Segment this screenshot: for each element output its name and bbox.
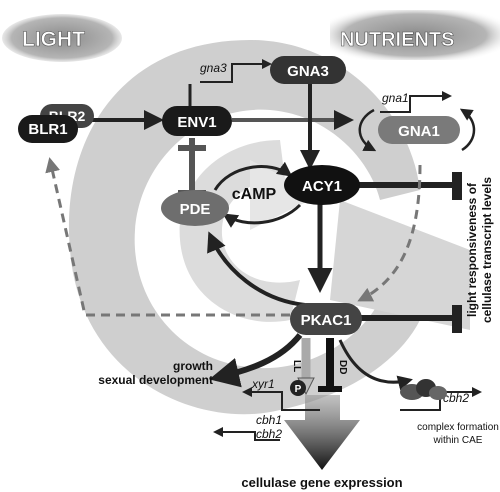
- gene-gna1: gna1: [380, 91, 452, 113]
- output-label: cellulase gene expression: [241, 475, 402, 490]
- complex-blob: [400, 379, 447, 400]
- blr1-label: BLR1: [28, 121, 67, 138]
- gene-cbh2-right-label: cbh2: [443, 391, 469, 405]
- ll-label: LL: [291, 360, 302, 372]
- dd-label: DD: [337, 360, 348, 374]
- edge-pde-acy1: [213, 161, 293, 191]
- ll-dd-arrows: LL DD: [291, 338, 348, 396]
- gna1-label: GNA1: [398, 123, 440, 140]
- edge-pkac1-complex: [338, 339, 413, 391]
- gene-cbh1-cbh2: cbh1 cbh2: [213, 413, 282, 441]
- phospho-label: P: [295, 384, 302, 395]
- gene-cbh2-right: cbh2: [400, 387, 482, 411]
- node-pkac1: PKAC1: [290, 303, 362, 335]
- output-arrow: [284, 395, 360, 470]
- edge-gna1-loop-left: [358, 108, 377, 152]
- complex-label-line2: within CAE: [433, 435, 483, 446]
- node-acy1: ACY1: [284, 165, 360, 205]
- gene-cbh2-left-label: cbh2: [256, 427, 282, 441]
- node-env1: ENV1: [162, 106, 232, 136]
- acy1-label: ACY1: [302, 178, 342, 195]
- edge-pkac1-growth: [209, 333, 303, 388]
- gna3-label: GNA3: [287, 63, 329, 80]
- side-label: light responsiveness of cellulase transc…: [465, 177, 494, 323]
- nutrients-label: NUTRIENTS: [340, 29, 454, 51]
- sexual-development-label: sexual development: [98, 373, 213, 387]
- edge-gna1-loop-right: [459, 108, 476, 152]
- env1-label: ENV1: [177, 114, 216, 131]
- phospho-marker: P: [290, 380, 306, 396]
- camp-label: cAMP: [232, 186, 277, 203]
- pde-label: PDE: [180, 201, 211, 218]
- gene-xyr1-label: xyr1: [251, 377, 275, 391]
- gene-cbh1-label: cbh1: [256, 413, 282, 427]
- gene-gna3: gna3: [200, 59, 272, 83]
- side-label-line2: cellulase transcript levels: [480, 177, 494, 323]
- complex-label-line1: complex formation: [417, 422, 499, 433]
- node-blr1: BLR1: [18, 115, 78, 143]
- edge-pkac1-pde: [207, 231, 306, 307]
- node-gna3: GNA3: [270, 56, 346, 84]
- light-corner: LIGHT: [2, 14, 122, 62]
- light-label: LIGHT: [22, 28, 85, 51]
- edge-pkac1-blr1-dashed: [45, 157, 290, 317]
- edge-acy1-pde: [222, 203, 302, 228]
- gene-gna1-label: gna1: [382, 91, 409, 105]
- growth-label: growth: [173, 359, 213, 373]
- node-gna1: GNA1: [378, 116, 460, 144]
- node-pde: PDE: [161, 190, 229, 226]
- pkac1-label: PKAC1: [301, 312, 352, 329]
- nutrients-corner: NUTRIENTS: [330, 10, 500, 60]
- gene-gna3-label: gna3: [200, 61, 227, 75]
- edge-gna1-pkac1-dashed: [357, 164, 422, 302]
- gene-xyr1: xyr1: [242, 377, 320, 411]
- side-label-line1: light responsiveness of: [465, 182, 479, 317]
